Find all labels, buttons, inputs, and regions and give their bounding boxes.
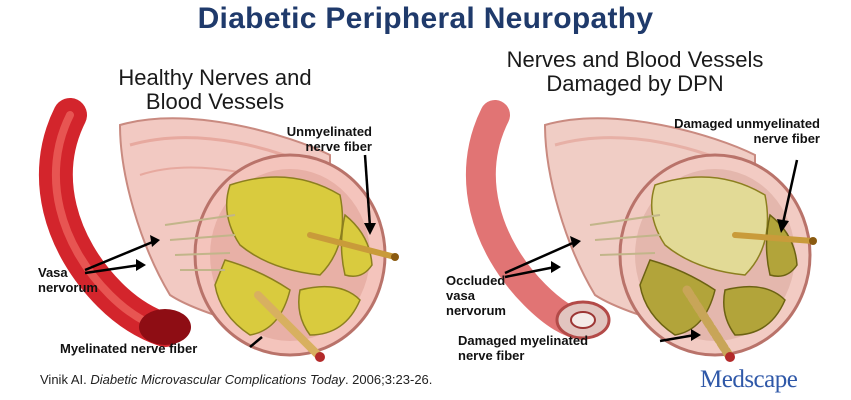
- damaged-heading-line2: Damaged by DPN: [546, 71, 724, 96]
- label-vasa-nervorum: Vasa nervorum: [38, 265, 98, 295]
- damaged-myelinated-arrow: [659, 333, 696, 343]
- damaged-vasa-arrow-2: [504, 265, 556, 279]
- healthy-unmyelinated-probe: [307, 232, 398, 260]
- healthy-myelinated-arrow: [249, 336, 263, 348]
- damaged-unmyelinated-arrow: [781, 159, 799, 224]
- healthy-heading-line2: Blood Vessels: [145, 89, 285, 114]
- citation: Vinik AI. Diabetic Microvascular Complic…: [40, 372, 432, 387]
- citation-work: Diabetic Microvascular Complications Tod…: [90, 372, 345, 387]
- damaged-fascicle-2: [639, 259, 716, 336]
- diagram-title: Diabetic Peripheral Neuropathy: [197, 2, 654, 35]
- healthy-vasa-arrow-2: [84, 263, 141, 275]
- healthy-fascicle-3: [298, 285, 361, 336]
- healthy-nerve-illustration: [38, 98, 399, 362]
- damaged-fascicle-1: [650, 176, 769, 276]
- citation-author: Vinik AI.: [40, 372, 87, 387]
- healthy-vasa-arrow-1: [84, 239, 156, 272]
- damaged-nerve-illustration: [465, 100, 817, 362]
- label-occluded-vasa-nervorum: Occluded vasa nervorum: [446, 273, 506, 318]
- citation-details: . 2006;3:23-26.: [344, 372, 433, 387]
- damaged-unmyelinated-probe: [732, 232, 816, 244]
- healthy-fascicle-2: [214, 259, 291, 336]
- damaged-heading-line1: Nerves and Blood Vessels: [506, 47, 764, 72]
- healthy-heading: Healthy Nerves and Blood Vessels: [50, 66, 380, 114]
- damaged-vasa-arrow-1: [504, 240, 576, 275]
- damaged-heading: Nerves and Blood Vessels Damaged by DPN: [430, 48, 840, 96]
- healthy-myelinated-probe: [254, 291, 324, 361]
- label-unmyelinated-nerve-fiber: Unmyelinated nerve fiber: [286, 124, 372, 154]
- label-damaged-unmyelinated-nerve-fiber: Damaged unmyelinated nerve fiber: [674, 116, 820, 146]
- damaged-myelinated-probe: [682, 285, 735, 362]
- healthy-vessel-opening: [139, 309, 191, 345]
- medscape-logo: Medscape: [700, 366, 798, 393]
- damaged-fascicle-3: [723, 285, 786, 336]
- label-myelinated-nerve-fiber: Myelinated nerve fiber: [60, 341, 198, 356]
- healthy-unmyelinated-arrow: [363, 154, 372, 228]
- healthy-heading-line1: Healthy Nerves and: [118, 65, 312, 90]
- healthy-fascicle-1: [225, 176, 344, 276]
- label-damaged-myelinated-nerve-fiber: Damaged myelinated nerve fiber: [458, 333, 589, 363]
